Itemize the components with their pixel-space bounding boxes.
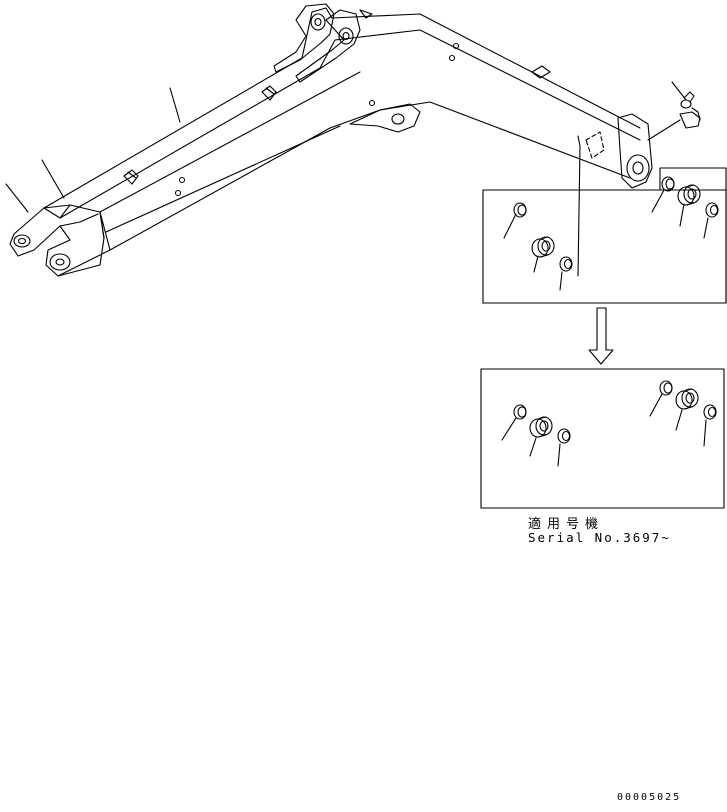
seal-icon: [557, 428, 571, 467]
mid-boss: [349, 103, 421, 133]
detail-box-2: [480, 368, 725, 509]
root-end: [9, 204, 105, 277]
applicability-note-serial: Serial No.3697~: [528, 530, 671, 545]
seal-icon: [703, 202, 719, 239]
bushing-icon: [651, 176, 675, 213]
arm-body: [43, 7, 641, 277]
upper-bracket: [273, 3, 373, 83]
top-lugs: [123, 42, 551, 197]
applicability-note-japanese: 適用号機: [528, 517, 605, 532]
bushing-icon: [677, 184, 701, 227]
bushing-icon: [503, 202, 527, 239]
seal-icon: [703, 404, 717, 447]
grease-fitting-icon: [647, 91, 701, 141]
down-arrow-icon: [588, 307, 614, 365]
bushing-icon: [531, 236, 555, 273]
tip-end: [577, 113, 653, 277]
bushing-icon: [649, 380, 673, 417]
bushing-icon: [675, 388, 699, 431]
detail-box-1: [482, 167, 727, 304]
bushing-icon: [529, 416, 553, 457]
seal-icon: [559, 256, 573, 291]
leader-lines: [5, 81, 687, 213]
drawing-number: 00005025: [617, 792, 682, 803]
bushing-icon: [501, 404, 527, 441]
